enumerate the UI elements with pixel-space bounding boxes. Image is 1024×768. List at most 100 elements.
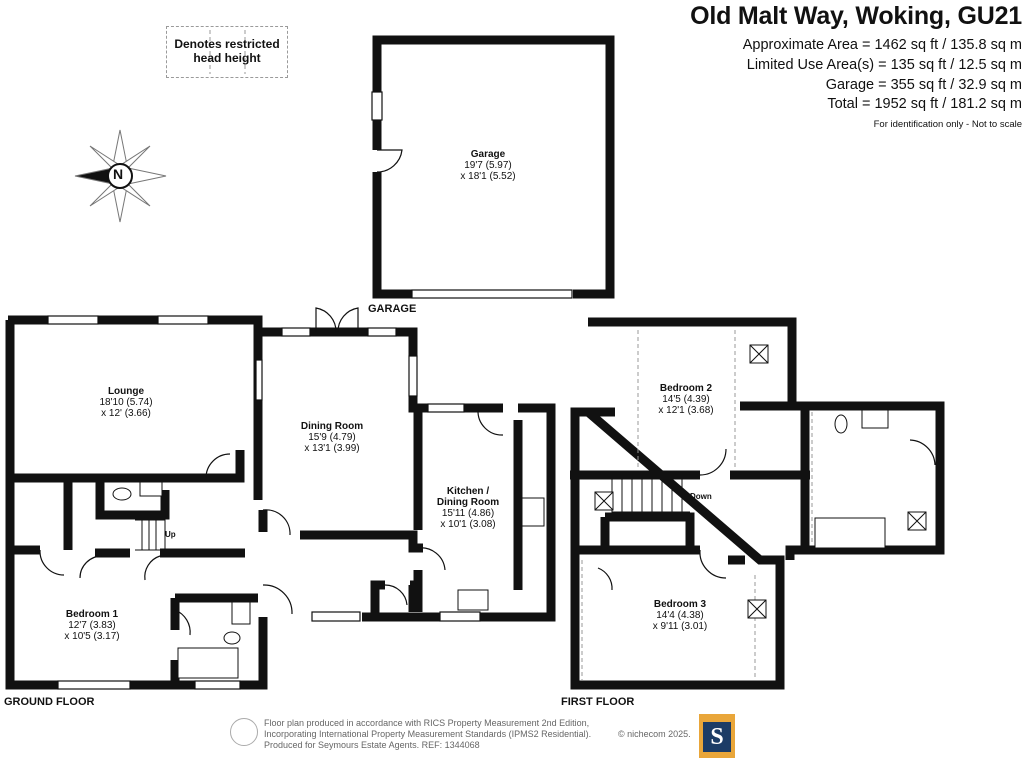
stairs-down-label: Down xyxy=(690,492,712,501)
bedroom1-dim2: x 10'5 (3.17) xyxy=(64,631,120,642)
bath-walls xyxy=(170,593,258,685)
room-label-bedroom1: Bedroom 1 12'7 (3.83) x 10'5 (3.17) xyxy=(64,609,119,642)
first-floor-label: FIRST FLOOR xyxy=(561,696,635,708)
bedroom2-dim1: 14'5 (4.39) xyxy=(662,394,710,405)
restricted-height-legend: Denotes restricted head height xyxy=(166,26,288,78)
compass-rose xyxy=(74,129,167,223)
lounge-name: Lounge xyxy=(107,386,145,397)
garage-side-door xyxy=(376,149,403,173)
kitchen-window-2 xyxy=(439,611,481,622)
basin-bath xyxy=(231,601,251,625)
dining-window-3 xyxy=(408,355,418,397)
property-title: Old Malt Way, Woking, GU21 xyxy=(690,2,1022,30)
compass-north-letter: N xyxy=(113,166,124,182)
kitchen-dim1: 15'11 (4.86) xyxy=(441,508,495,519)
dining-window-2 xyxy=(367,327,397,337)
patio-door-right xyxy=(337,307,359,333)
agent-logo: S xyxy=(699,714,735,758)
bath-door xyxy=(174,609,191,636)
garage-floor-label: GARAGE xyxy=(368,303,417,315)
first-floor-outline xyxy=(570,317,945,690)
room-label-kitchen: Kitchen / Dining Room 15'11 (4.86) x 10'… xyxy=(437,486,499,530)
room-label-garage: Garage 19'7 (5.97) x 18'1 (5.52) xyxy=(460,149,515,182)
bedroom3-door xyxy=(699,549,727,579)
bathroom-door xyxy=(909,439,936,466)
limited-use-area: Limited Use Area(s) = 135 sq ft / 12.5 s… xyxy=(746,57,1022,73)
dining-dim1: 15'9 (4.79) xyxy=(308,432,356,443)
dining-door xyxy=(262,509,291,536)
garage-walls xyxy=(372,35,615,299)
room-label-lounge: Lounge 18'10 (5.74) x 12' (3.66) xyxy=(99,386,152,419)
garage-window xyxy=(371,91,383,121)
kitchen-name-2: Dining Room xyxy=(436,497,500,508)
hob xyxy=(521,497,545,527)
kitchen-dim2: x 10'1 (3.08) xyxy=(440,519,496,530)
front-window xyxy=(311,611,361,622)
toilet-bath xyxy=(223,631,241,645)
agent-logo-letter: S xyxy=(703,722,731,752)
patio-door-left xyxy=(315,307,337,333)
bedroom2-door xyxy=(699,448,727,476)
hall-door-3 xyxy=(144,555,161,581)
garage-dim2: x 18'1 (5.52) xyxy=(460,171,516,182)
kitchen-door-1 xyxy=(417,547,446,571)
basin-first xyxy=(861,409,889,429)
ground-bath xyxy=(177,647,239,679)
garage-area: Garage = 355 sq ft / 32.9 sq m xyxy=(825,77,1022,93)
kitchen-window xyxy=(427,403,465,413)
velux-x-3 xyxy=(747,599,767,619)
garage-door xyxy=(411,289,573,299)
basin-wc xyxy=(139,481,163,497)
legend-line-2: head height xyxy=(193,51,261,65)
landing-walls xyxy=(570,460,945,555)
footer-line-3: Produced for Seymours Estate Agents. REF… xyxy=(264,740,480,750)
lounge-window-1 xyxy=(47,315,99,325)
bedroom2-walls xyxy=(588,401,790,417)
front-door xyxy=(262,584,293,615)
approx-area: Approximate Area = 1462 sq ft / 135.8 sq… xyxy=(742,37,1022,53)
total-area: Total = 1952 sq ft / 181.2 sq m xyxy=(827,96,1022,112)
first-bath xyxy=(814,517,886,549)
bedroom2-dim2: x 12'1 (3.68) xyxy=(658,405,714,416)
lounge-wall xyxy=(10,450,245,483)
kitchen-name: Kitchen / xyxy=(446,486,490,497)
bedroom1-window xyxy=(57,680,131,690)
hall-door-bed1 xyxy=(39,549,65,576)
footer-line-1: Floor plan produced in accordance with R… xyxy=(264,718,590,728)
dining-name: Dining Room xyxy=(300,421,364,432)
dining-inner xyxy=(258,510,423,553)
sink xyxy=(457,589,489,611)
ground-stairs xyxy=(135,519,166,551)
garage-name: Garage xyxy=(470,149,506,160)
lounge-side-window xyxy=(255,359,263,401)
room-label-bedroom3: Bedroom 3 14'4 (4.38) x 9'11 (3.01) xyxy=(653,599,708,632)
dining-window-1 xyxy=(281,327,311,337)
hall-walls xyxy=(10,482,245,558)
first-stairs xyxy=(611,478,690,513)
bedroom1-dim1: 12'7 (3.83) xyxy=(68,620,116,631)
lounge-door xyxy=(205,453,231,479)
copyright: © nichecom 2025. xyxy=(618,729,691,739)
toilet-wc xyxy=(112,487,132,501)
hall-door-2 xyxy=(79,555,103,579)
bedroom3-name: Bedroom 3 xyxy=(653,599,707,610)
bedroom1-name: Bedroom 1 xyxy=(65,609,119,620)
lounge-dim1: 18'10 (5.74) xyxy=(99,397,153,408)
bath-window xyxy=(194,680,241,690)
lounge-window-2 xyxy=(157,315,209,325)
store-walls xyxy=(370,580,418,617)
bedroom3-dim1: 14'4 (4.38) xyxy=(656,610,704,621)
footer-line-2: Incorporating International Property Mea… xyxy=(264,729,592,739)
velux-x-2 xyxy=(594,491,614,511)
legend-line-1: Denotes restricted xyxy=(174,37,280,51)
velux-x-1 xyxy=(749,344,769,364)
garage-dim1: 19'7 (5.97) xyxy=(464,160,512,171)
lounge-dim2: x 12' (3.66) xyxy=(101,408,151,419)
dining-dim2: x 13'1 (3.99) xyxy=(304,443,360,454)
room-label-bedroom2: Bedroom 2 14'5 (4.39) x 12'1 (3.68) xyxy=(658,383,713,416)
rics-person-icon xyxy=(230,718,258,746)
wc-walls xyxy=(95,478,170,520)
bedroom2-name: Bedroom 2 xyxy=(659,383,713,394)
velux-x-4 xyxy=(907,511,927,531)
footer-text: Floor plan produced in accordance with R… xyxy=(264,718,591,751)
